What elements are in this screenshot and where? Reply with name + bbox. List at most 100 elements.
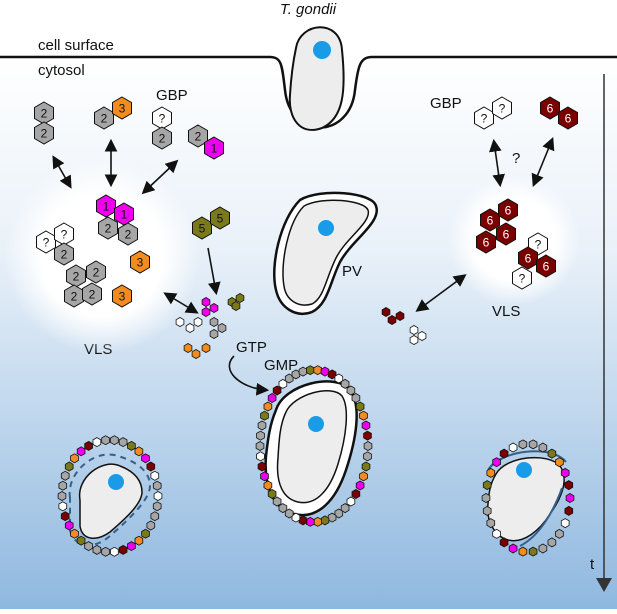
gbp6-hexagon: 6 bbox=[540, 96, 560, 120]
gbp-small-hexagon bbox=[183, 343, 193, 353]
vls-left-halo bbox=[4, 158, 200, 354]
gbp-small-hexagon bbox=[193, 317, 203, 327]
hex-group-vls-left-magenta: 11 bbox=[96, 194, 134, 226]
pv-label: PV bbox=[342, 263, 362, 280]
gbp3-hexagon: 3 bbox=[112, 284, 132, 308]
gbp-coat-hexagon bbox=[555, 528, 564, 539]
gbp2-hexagon: 2 bbox=[66, 264, 86, 288]
gbp-coat-hexagon bbox=[327, 512, 337, 523]
cytosol-label: cytosol bbox=[38, 62, 85, 79]
gbp-small-hexagon bbox=[417, 331, 427, 341]
gbp-coat-hexagon bbox=[492, 528, 501, 539]
gbp-coat-hexagon bbox=[340, 378, 350, 389]
gbp2-hexagon: 2 bbox=[94, 106, 114, 130]
gbp-coat-hexagon bbox=[146, 461, 156, 472]
gbp-hexagon-label: 3 bbox=[119, 102, 126, 116]
gbp-hexagon-label: 2 bbox=[89, 288, 96, 302]
gbp-coat-hexagon bbox=[134, 535, 144, 546]
gbp6-hexagon: 6 bbox=[498, 198, 518, 222]
hex-group-vls-right-red-b: 66 bbox=[518, 246, 556, 278]
hex-group-gray-orange-dimer: 23 bbox=[94, 96, 132, 130]
gbp-coat-hexagon bbox=[313, 516, 322, 527]
gbp-coat-hexagon bbox=[346, 496, 356, 507]
pv-bottom-right bbox=[486, 450, 567, 547]
nucleus-icon bbox=[516, 462, 532, 478]
gbp-small-hexagon bbox=[191, 349, 201, 359]
gbp6-hexagon: 6 bbox=[496, 222, 516, 246]
gbp-coat-hexagon bbox=[263, 480, 273, 491]
gbp-coat-hexagon bbox=[272, 385, 282, 396]
gbp6-hexagon: 6 bbox=[480, 208, 500, 232]
gbp-coat-hexagon bbox=[564, 480, 574, 491]
gbp-hexagon-label: 2 bbox=[41, 127, 48, 141]
gbp2-hexagon: 2 bbox=[86, 260, 106, 284]
nucleus-icon bbox=[313, 41, 331, 59]
gbp-coat-layer bbox=[57, 293, 575, 557]
hex-group-gray-magenta: 21 bbox=[188, 124, 224, 160]
gbp-coat-hexagon bbox=[110, 435, 119, 446]
gbp-coat-hexagon bbox=[60, 470, 70, 481]
gbp-hexagon-label: 2 bbox=[71, 290, 78, 304]
gbp-coat-hexagon bbox=[355, 480, 365, 491]
gbp-coat-hexagon bbox=[363, 441, 373, 451]
gbp-unknown-hexagon: ? bbox=[474, 106, 494, 130]
pv-middle bbox=[273, 191, 378, 315]
gbp-hexagon-label: 3 bbox=[119, 290, 126, 304]
gbp-coat-hexagon bbox=[564, 505, 574, 516]
gbp-coat-hexagon bbox=[482, 480, 492, 491]
gbp-unknown-hexagon: ? bbox=[152, 106, 172, 130]
hex-group-unknown-dimer-right: ?? bbox=[474, 96, 512, 130]
gbp-hexagon-label: 2 bbox=[125, 228, 132, 242]
gbp6-hexagon: 6 bbox=[536, 254, 556, 278]
gbp-coat-hexagon bbox=[118, 544, 128, 555]
gbp-hexagon-label: 6 bbox=[525, 252, 532, 266]
gbp-coat-hexagon bbox=[84, 541, 93, 552]
gbp-coat-hexagon bbox=[150, 470, 160, 481]
gbp2-hexagon: 2 bbox=[54, 242, 74, 266]
gbp2-hexagon: 2 bbox=[34, 121, 54, 145]
gbp-coat-hexagon bbox=[482, 505, 492, 516]
gbp-left-label: GBP bbox=[156, 87, 188, 104]
gbp-coat-hexagon bbox=[257, 420, 267, 431]
pv-bottom-left bbox=[68, 453, 152, 546]
gbp-hexagon-label: 2 bbox=[101, 112, 108, 126]
gbp-coat-hexagon bbox=[118, 437, 128, 448]
gbp-coat-hexagon bbox=[355, 401, 365, 412]
gbp-coat-hexagon bbox=[256, 451, 265, 462]
gbp1-hexagon: 1 bbox=[114, 202, 134, 226]
gbp-coat-hexagon bbox=[492, 457, 501, 468]
gbp6-hexagon: 6 bbox=[558, 106, 578, 130]
gbp-small-hexagon bbox=[409, 325, 419, 335]
hex-group-vls-left-orange: 33 bbox=[112, 250, 150, 308]
gbp-coat-hexagon bbox=[58, 501, 68, 512]
gbp-coat-hexagon bbox=[306, 516, 315, 527]
gbp-coat-hexagon bbox=[538, 442, 548, 453]
gbp-hexagon-label: 1 bbox=[121, 208, 128, 222]
gbp-hexagon-label: ? bbox=[535, 238, 542, 252]
gbp-coat-hexagon bbox=[298, 515, 308, 526]
gbp-hexagon-label: ? bbox=[481, 112, 488, 126]
gbp-coat-hexagon bbox=[565, 493, 575, 503]
gbp2-hexagon: 2 bbox=[118, 222, 138, 246]
gbp-coat-hexagon bbox=[508, 543, 518, 554]
gbp2-hexagon: 2 bbox=[82, 282, 102, 306]
gbp-coat-hexagon bbox=[486, 518, 496, 529]
cell-surface-label: cell surface bbox=[38, 37, 114, 54]
gbp-coat-hexagon bbox=[92, 544, 102, 555]
gbp-coat-hexagon bbox=[363, 430, 372, 441]
gbp-hexagon-label: 1 bbox=[211, 142, 218, 156]
hex-group-olive-dimer: 55 bbox=[192, 206, 230, 240]
gbp-small-hexagon bbox=[185, 323, 195, 333]
hex-group-unknown-gray: ?2 bbox=[152, 106, 172, 150]
gbp-hexagon-label: 6 bbox=[505, 204, 512, 218]
question-mark-label: ? bbox=[512, 150, 520, 167]
gbp-coat-hexagon bbox=[547, 448, 557, 459]
gbp-small-hexagon bbox=[201, 297, 211, 307]
gbp-coat-hexagon bbox=[528, 439, 538, 450]
gbp-coat-hexagon bbox=[291, 369, 301, 380]
gbp-coat-hexagon bbox=[260, 410, 269, 421]
gbp-coat-hexagon bbox=[263, 401, 273, 412]
gbp-hexagon-label: 6 bbox=[503, 228, 510, 242]
